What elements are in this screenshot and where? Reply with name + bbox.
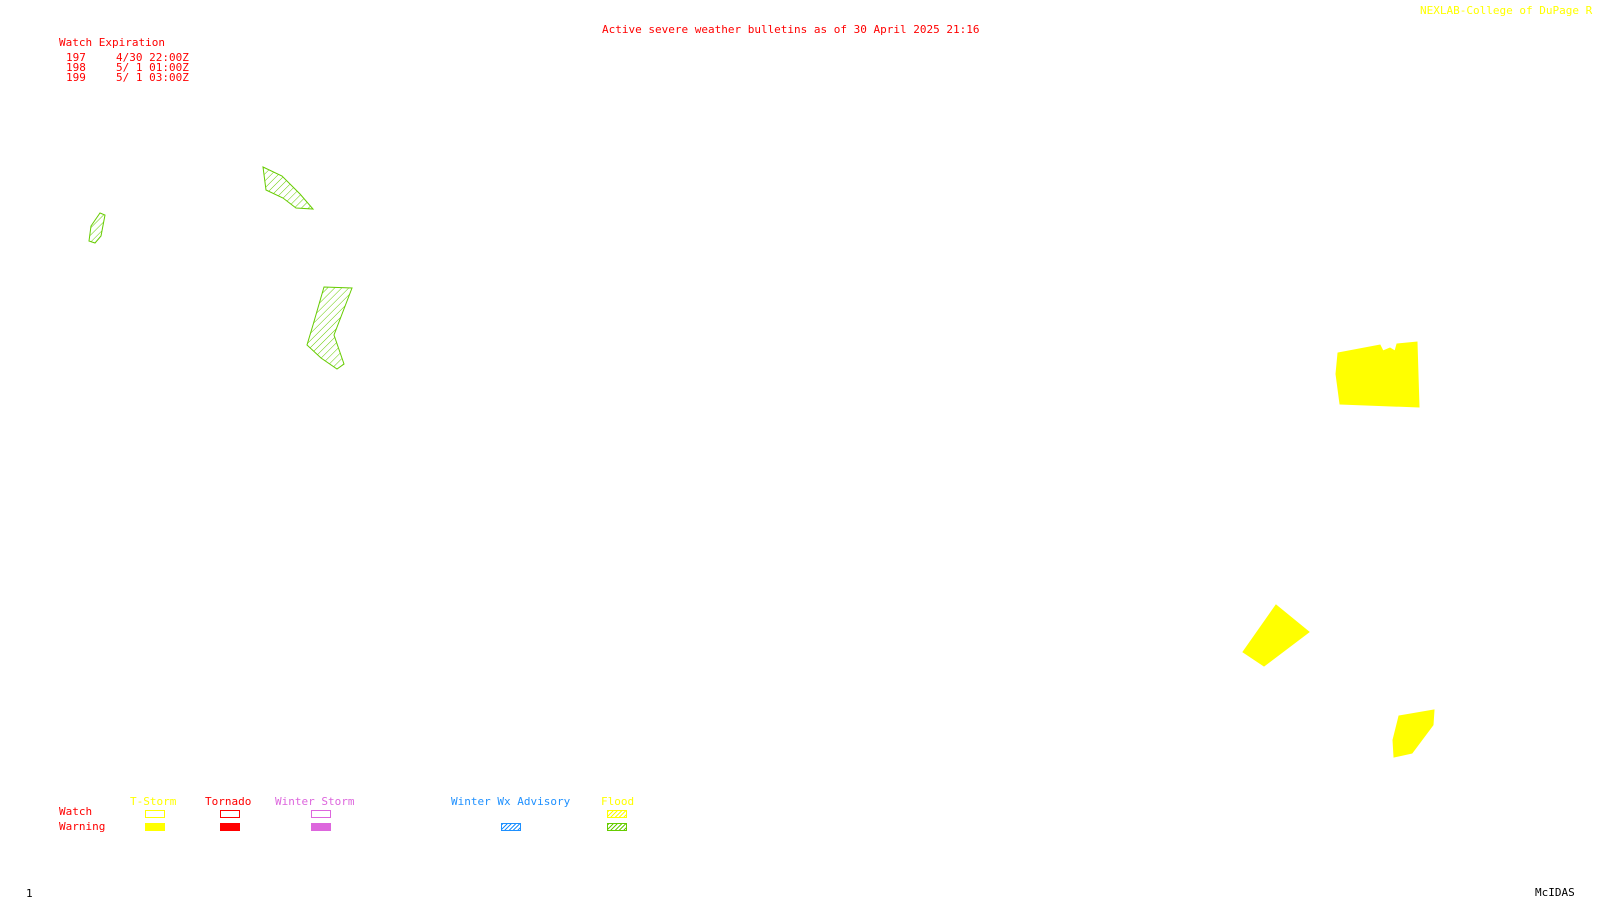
tornado-watch-swatch — [220, 810, 240, 818]
flood-warning-polygon — [306, 286, 353, 370]
watch-expiration: 4/30 22:00Z — [116, 51, 189, 64]
watch-id: 197 — [66, 51, 86, 64]
tstorm-warning-swatch — [145, 823, 165, 831]
winter-storm-watch-swatch — [311, 810, 331, 818]
watch-table-title: Watch Expiration — [59, 36, 165, 49]
page-title: Active severe weather bulletins as of 30… — [602, 23, 980, 36]
frame-number: 1 — [26, 887, 33, 900]
tstorm-warning-polygon — [1242, 604, 1310, 667]
legend-label-tornado: Tornado — [205, 795, 252, 808]
software-label: McIDAS — [1535, 886, 1575, 899]
legend-row-warning: Warning — [59, 820, 106, 833]
legend-label-tstorm: T-Storm — [130, 795, 177, 808]
winter-storm-warning-swatch — [311, 823, 331, 831]
legend-label-winter-storm: Winter Storm — [275, 795, 355, 808]
legend-label-flood: Flood — [601, 795, 635, 808]
tstorm-warning-polygon — [1392, 709, 1435, 758]
tstorm-warning-polygon — [1335, 341, 1420, 408]
flood-watch-swatch — [607, 810, 627, 818]
flood-warning-polygon — [262, 166, 315, 210]
tstorm-watch-swatch — [145, 810, 165, 818]
flood-warning-polygon — [88, 212, 106, 244]
watch-id: 199 — [66, 71, 86, 84]
flood-warning-swatch — [607, 823, 627, 831]
legend-row-watch: Watch — [59, 805, 93, 818]
watch-expiration: 5/ 1 03:00Z — [116, 71, 189, 84]
credit-text: NEXLAB-College of DuPage R — [1420, 4, 1593, 17]
tornado-warning-swatch — [220, 823, 240, 831]
legend-label-winter-wx-advisory: Winter Wx Advisory — [451, 795, 571, 808]
winter-wx-advisory-swatch — [501, 823, 521, 831]
watch-expiration: 5/ 1 01:00Z — [116, 61, 189, 74]
watch-id: 198 — [66, 61, 86, 74]
